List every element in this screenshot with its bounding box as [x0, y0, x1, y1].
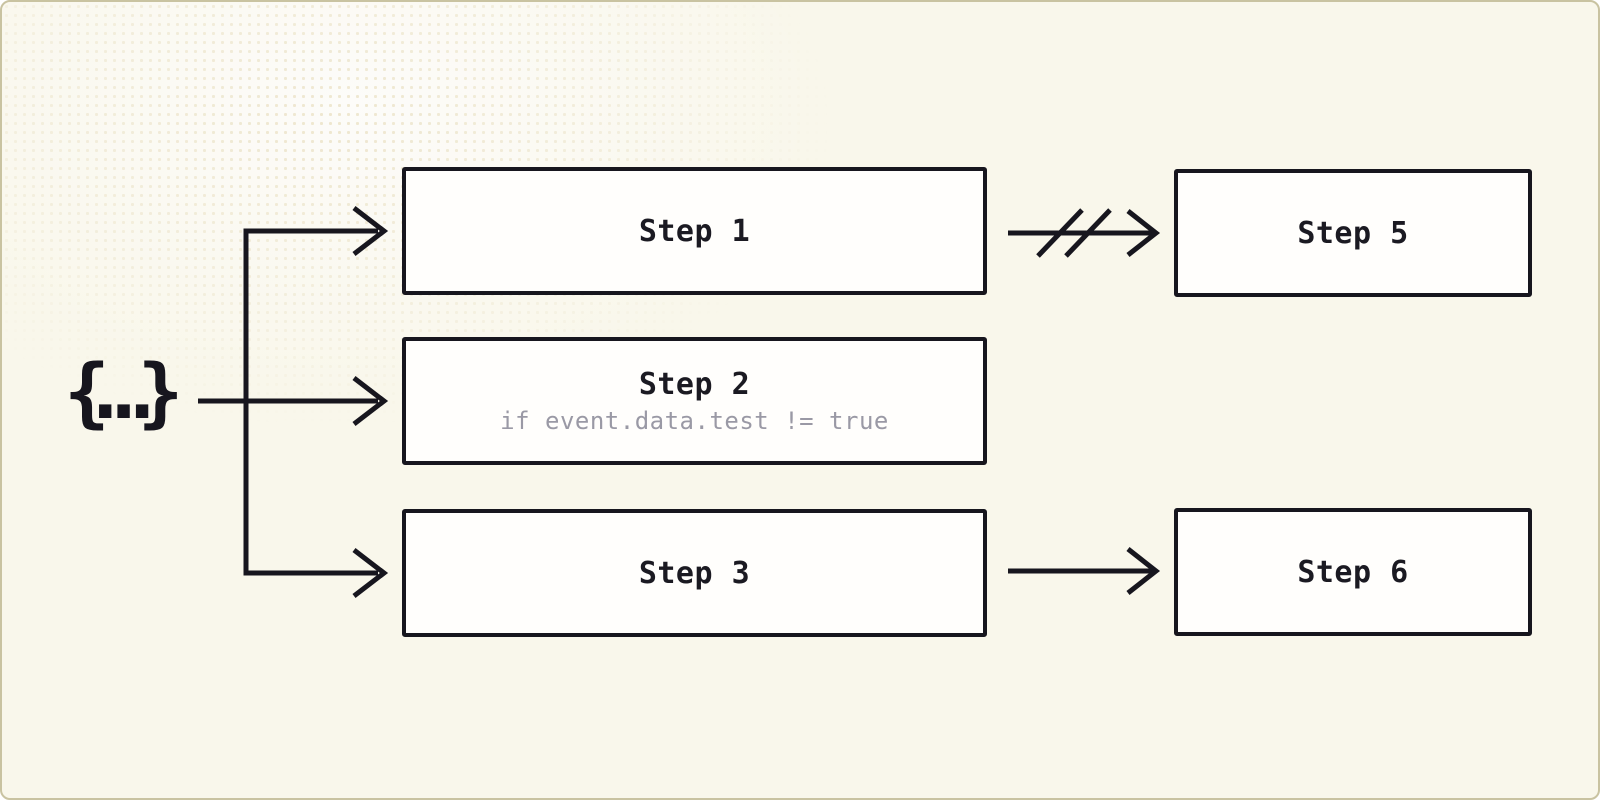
node-step-1-title: Step 1 [638, 213, 751, 249]
node-step-1[interactable]: Step 1 [402, 167, 987, 295]
node-step-2-title: Step 2 [638, 367, 751, 402]
break-slash-icon [1064, 208, 1112, 258]
arrowhead-step2-icon [352, 376, 389, 426]
node-step-5[interactable]: Step 5 [1174, 169, 1532, 297]
break-slash-icon [1036, 208, 1084, 258]
node-step-3-title: Step 3 [638, 555, 751, 591]
arrowhead-step1-icon [352, 206, 389, 256]
arrowhead-step6-icon [1126, 547, 1161, 595]
node-step-2[interactable]: Step 2 if event.data.test != true [402, 337, 987, 465]
event-payload-node[interactable]: {...} [64, 347, 183, 436]
node-step-6-title: Step 6 [1297, 554, 1409, 590]
arrowhead-step3-icon [352, 548, 389, 598]
arrowhead-step5-icon [1126, 209, 1161, 257]
node-step-5-title: Step 5 [1297, 215, 1409, 251]
node-step-6[interactable]: Step 6 [1174, 508, 1532, 636]
node-step-2-condition: if event.data.test != true [500, 407, 889, 435]
node-step-3[interactable]: Step 3 [402, 509, 987, 637]
